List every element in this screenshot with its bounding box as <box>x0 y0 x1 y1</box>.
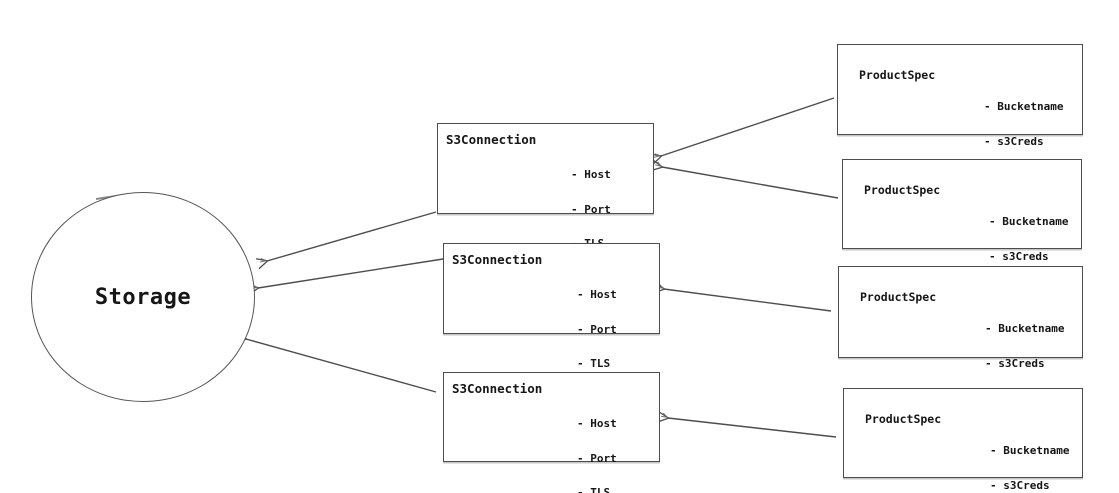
storage-label: Storage <box>94 284 192 310</box>
edge-s3connection1-storage[interactable] <box>255 211 437 270</box>
attribute: - Port <box>577 322 617 336</box>
edge-productspec3-s3connection2[interactable] <box>653 282 832 312</box>
edge-s3connection2-storage[interactable] <box>247 258 444 296</box>
attribute-list: - Bucketname - s3Creds <box>985 300 1064 392</box>
attribute: - Host <box>577 417 617 430</box>
attribute: - s3Creds <box>989 249 1049 263</box>
attribute: - TLS <box>577 486 611 493</box>
attribute: - Bucketname <box>989 215 1069 228</box>
attribute: - s3Creds <box>990 478 1050 492</box>
s3connection-node-1[interactable]: S3Connection - Host - Port - TLS <box>437 123 654 249</box>
edge-productspec2-s3connection1[interactable] <box>651 159 839 199</box>
node-title: ProductSpec <box>859 68 936 82</box>
attribute: - Bucketname <box>984 100 1064 113</box>
productspec-node-3[interactable]: ProductSpec - Bucketname - s3Creds <box>838 266 1083 369</box>
attribute: - Host <box>577 288 617 301</box>
attribute-list: - Bucketname - s3Creds <box>990 422 1069 493</box>
attribute-list: - Host - Port - TLS <box>577 395 617 493</box>
node-title: ProductSpec <box>865 412 942 426</box>
edge-productspec1-s3connection1[interactable] <box>649 97 835 165</box>
node-title: ProductSpec <box>860 290 937 304</box>
attribute: - Port <box>571 202 611 216</box>
attribute: - Bucketname <box>990 444 1070 457</box>
attribute-list: - Bucketname - s3Creds <box>984 78 1063 170</box>
productspec-node-4[interactable]: ProductSpec - Bucketname - s3Creds <box>843 388 1083 491</box>
attribute: - Port <box>577 451 617 465</box>
storage-node[interactable]: Storage <box>31 192 255 402</box>
attribute: - Bucketname <box>985 322 1065 335</box>
node-title: S3Connection <box>452 381 543 396</box>
s3connection-node-2[interactable]: S3Connection - Host - Port - TLS <box>443 243 660 369</box>
node-title: ProductSpec <box>864 183 941 197</box>
s3connection-node-3[interactable]: S3Connection - Host - Port - TLS <box>443 372 660 493</box>
attribute: - Host <box>571 168 611 181</box>
attribute-list: - Host - Port - TLS <box>577 266 617 393</box>
attribute: - s3Creds <box>985 356 1045 370</box>
attribute: - TLS <box>577 357 611 370</box>
edge-productspec4-s3connection3[interactable] <box>657 411 837 438</box>
productspec-node-2[interactable]: ProductSpec - Bucketname - s3Creds <box>842 159 1082 262</box>
productspec-node-1[interactable]: ProductSpec - Bucketname - s3Creds <box>837 44 1083 147</box>
node-title: S3Connection <box>452 252 543 267</box>
attribute-list: - Bucketname - s3Creds <box>989 193 1068 285</box>
edge-s3connection3-storage[interactable] <box>234 330 437 393</box>
node-title: S3Connection <box>446 132 537 147</box>
attribute: - s3Creds <box>984 134 1044 148</box>
